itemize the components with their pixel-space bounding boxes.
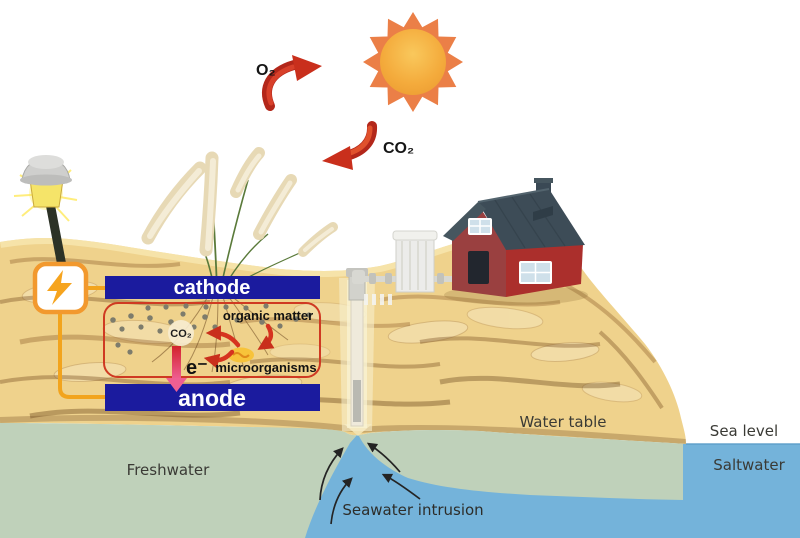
solar-lamp-icon [20, 155, 72, 208]
power-box [32, 261, 89, 315]
house-roof [478, 189, 585, 250]
cathode-label: cathode [174, 277, 251, 299]
anode-label: anode [178, 385, 246, 411]
intrusion-arrows [319, 442, 421, 525]
water-table-label: Water table [519, 413, 606, 431]
cathode-bar [105, 276, 320, 299]
intrusion-arrow-4 [381, 473, 421, 500]
house-door [468, 251, 489, 284]
co2-badge [168, 320, 194, 346]
microbe-to-co2-arrow [205, 325, 241, 348]
water-tank [392, 230, 438, 293]
side-window [519, 261, 552, 284]
roof-vent [533, 206, 553, 221]
o2-arrow [262, 55, 322, 111]
anode-bar [105, 384, 320, 411]
organic-to-microbe-arrow [257, 323, 275, 350]
reaction-box [103, 302, 321, 378]
microorganisms-label: microorganisms [215, 360, 316, 375]
intrusion-arrow-2 [366, 442, 401, 473]
reaction-arrows [203, 323, 275, 369]
organic-matter-dots [110, 303, 312, 355]
microbe-to-electron-arrow [203, 349, 235, 369]
intrusion-arrow-1 [319, 447, 344, 501]
organic-matter-label: organic matter [223, 308, 313, 323]
co2-cell-label: CO₂ [170, 328, 192, 340]
front-window [468, 218, 492, 235]
electron-arrow [166, 346, 187, 392]
power-wires [58, 286, 107, 399]
co2-arrow [322, 121, 378, 170]
saltwater-label: Saltwater [713, 456, 785, 474]
sea-level-label: Sea level [710, 422, 778, 440]
microbe-blob [228, 347, 254, 363]
house [443, 178, 588, 305]
freshwater-label: Freshwater [127, 461, 210, 479]
lamp-post [45, 198, 67, 271]
electron-label: e⁻ [186, 357, 208, 379]
sun-icon [363, 12, 463, 112]
o2-label: O₂ [256, 62, 276, 79]
lightning-bolt-icon [47, 270, 72, 305]
fence [364, 294, 392, 305]
plant-plumes [141, 147, 338, 257]
saltwater-zone [305, 434, 800, 538]
co2-atmosphere-label: CO₂ [383, 140, 414, 157]
seawater-intrusion-label: Seawater intrusion [342, 501, 483, 519]
intrusion-arrow-3 [330, 477, 353, 525]
